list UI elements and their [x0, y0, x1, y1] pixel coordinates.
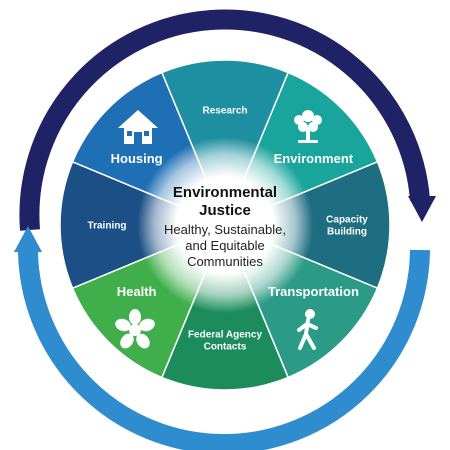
outer-ring-top: [19, 9, 436, 231]
arrow-down-right-icon: [408, 196, 436, 222]
segment-label-training: Training: [88, 221, 127, 232]
segment-label-health: Health: [117, 284, 157, 299]
walking-person-icon: [297, 309, 318, 350]
center-title-line2: Justice: [199, 202, 251, 219]
arrow-up-left-icon: [14, 226, 42, 252]
segment-label-research: Research: [202, 106, 247, 117]
center-text: Environmental Justice Healthy, Sustainab…: [164, 184, 286, 269]
center-glow: [137, 137, 313, 313]
outer-bottom-text: Building Broad Partnerships: [145, 390, 305, 422]
center-subtitle-line1: Healthy, Sustainable,: [164, 222, 286, 237]
health-flower-icon: [115, 309, 155, 349]
center-subtitle-line3: Communities: [187, 254, 263, 269]
center-subtitle-line2: and Equitable: [185, 238, 265, 253]
segment-label-housing: Housing: [111, 151, 163, 166]
segment-label-transportation: Transportation: [268, 284, 359, 299]
tree-icon: [294, 110, 322, 143]
segment-label-environment: Environment: [274, 151, 354, 166]
outer-ring-bottom: [14, 226, 430, 450]
center-title-line1: Environmental: [173, 184, 277, 201]
house-icon: [118, 110, 158, 144]
